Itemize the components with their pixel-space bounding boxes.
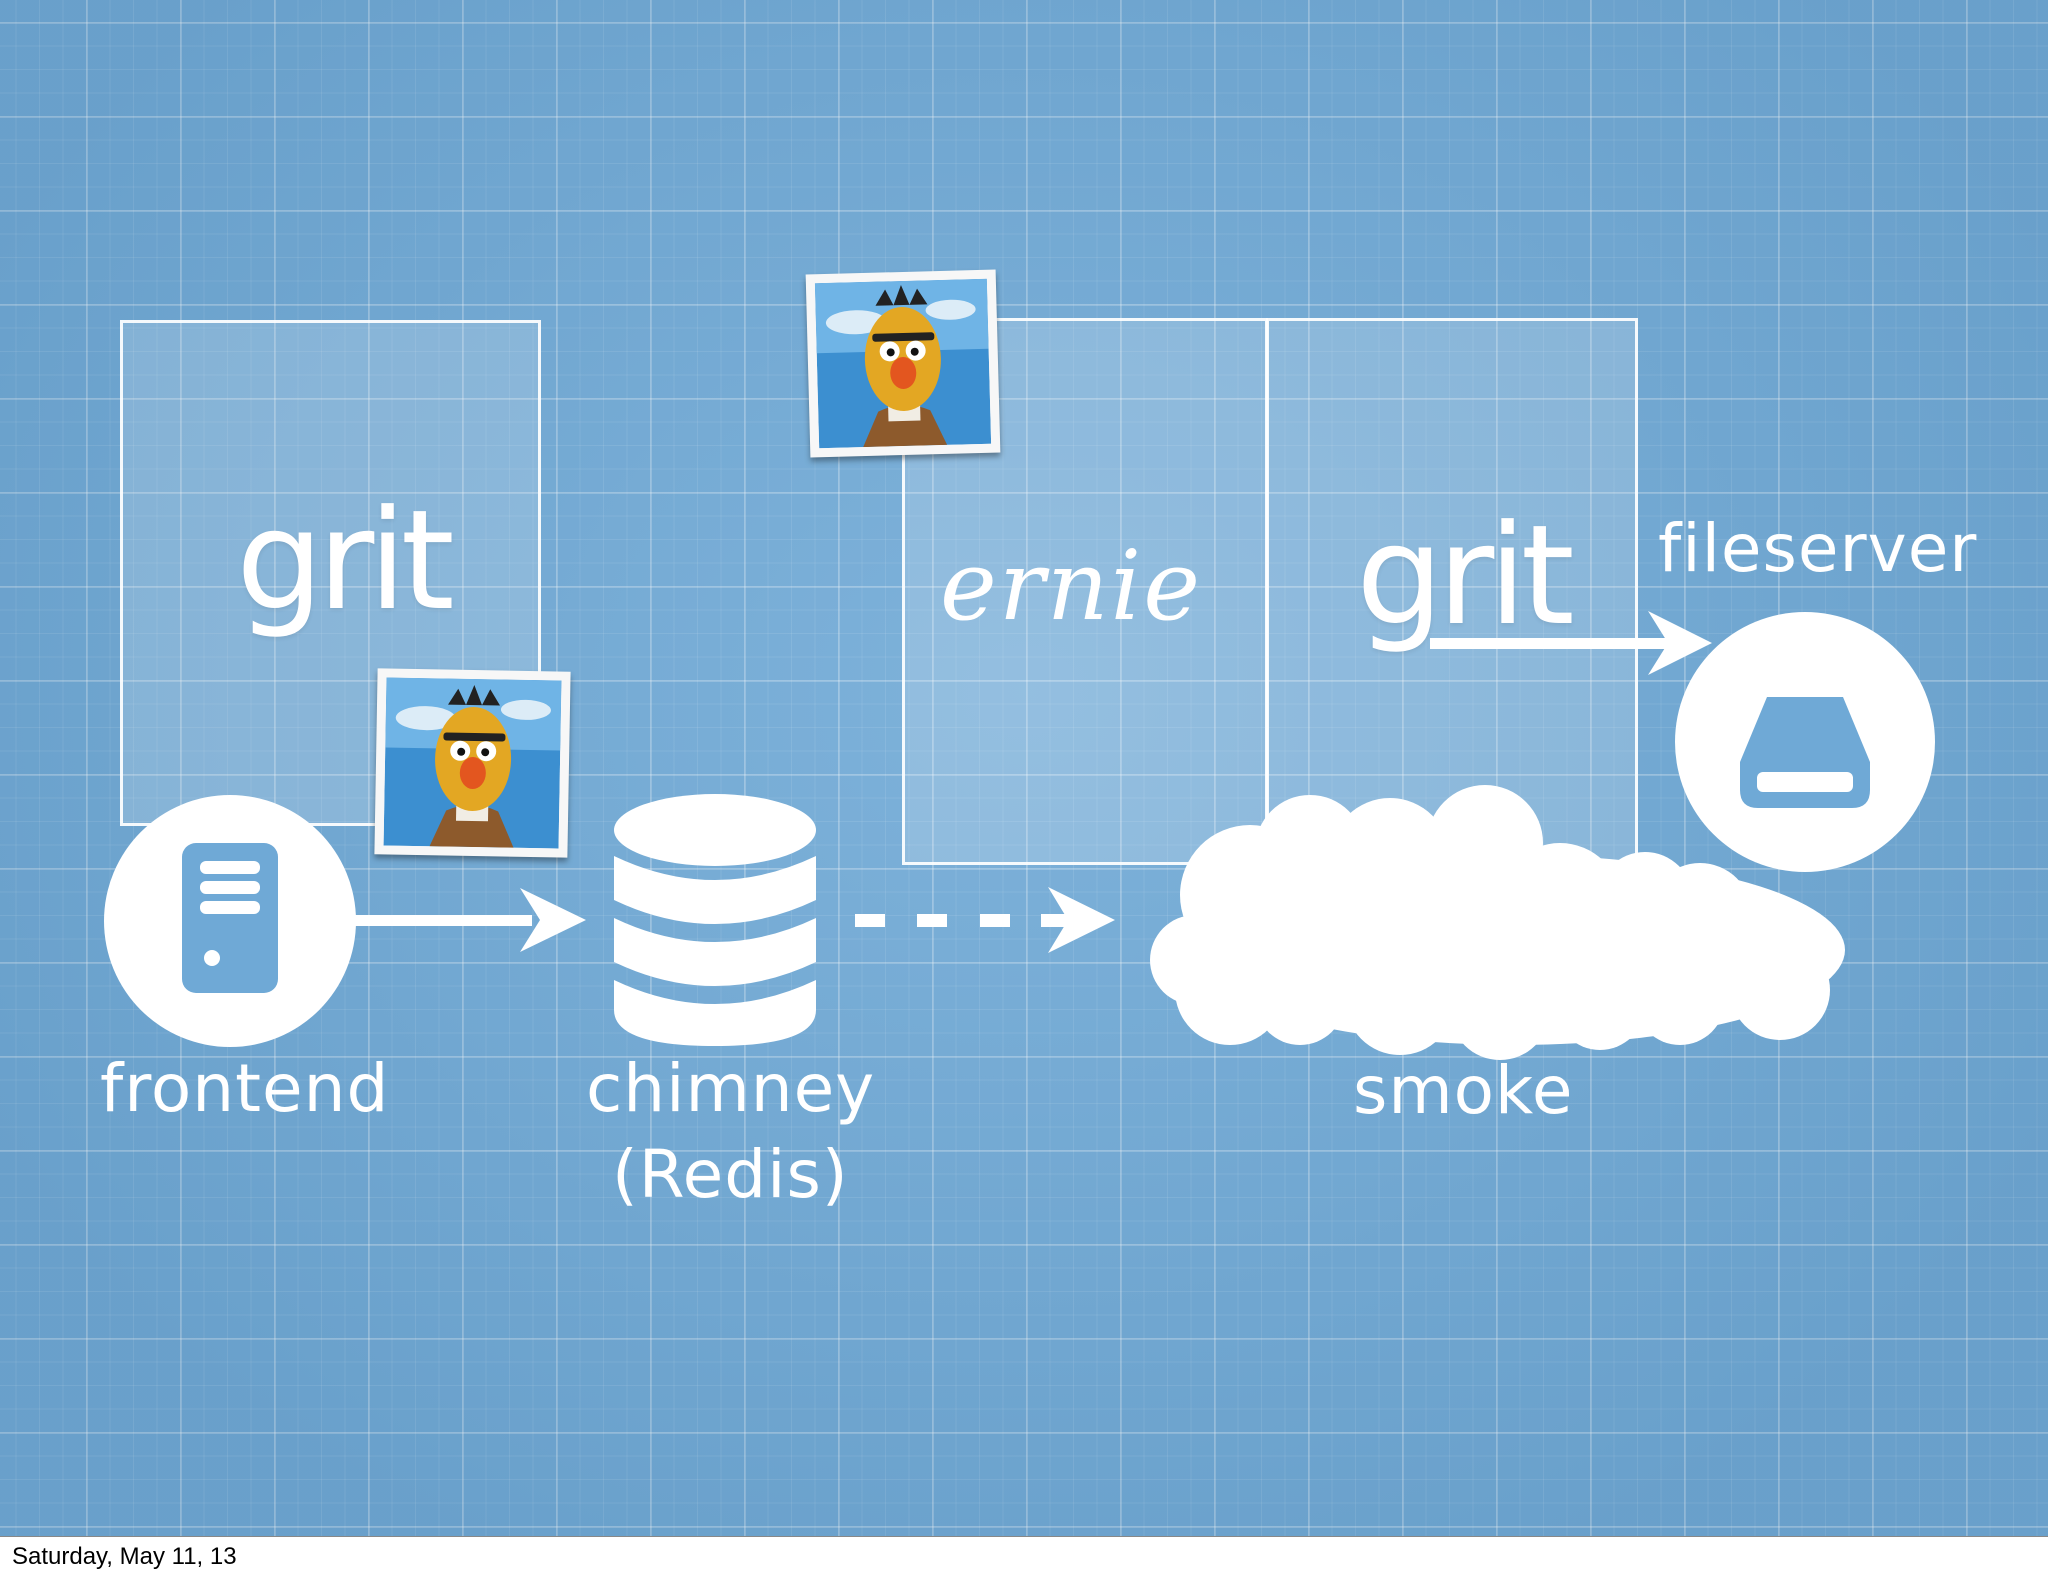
footer-bar: Saturday, May 11, 13 bbox=[0, 1536, 2048, 1577]
arrow-grit-fileserver bbox=[1430, 611, 1712, 675]
ernie-label: ernie bbox=[940, 530, 1203, 642]
drive-icon bbox=[1740, 697, 1870, 808]
diagram-layer bbox=[352, 611, 1845, 1060]
chimney-label: chimney bbox=[586, 1050, 876, 1127]
slide: grit ernie grit fileserver frontend bbox=[0, 0, 2048, 1536]
fileserver-label: fileserver bbox=[1658, 510, 1978, 587]
footer-date: Saturday, May 11, 13 bbox=[12, 1543, 237, 1570]
bert-photo-image bbox=[814, 278, 992, 449]
ernie-box bbox=[902, 318, 1268, 865]
chimney-sub-label: (Redis) bbox=[612, 1136, 849, 1213]
grit-box-right bbox=[1266, 318, 1638, 865]
grit-label-left: grit bbox=[236, 480, 455, 641]
bert-photo-top bbox=[805, 269, 1001, 458]
arrow-chimney-smoke bbox=[855, 887, 1115, 953]
smoke-label: smoke bbox=[1353, 1052, 1574, 1129]
bert-photo-bottom bbox=[374, 668, 571, 858]
server-icon bbox=[182, 843, 278, 993]
cloud-icon bbox=[1150, 785, 1845, 1060]
arrow-frontend-chimney bbox=[352, 888, 586, 952]
fileserver-node bbox=[1675, 612, 1935, 872]
database-icon bbox=[614, 794, 816, 1046]
bert-photo-image bbox=[383, 677, 562, 849]
frontend-node bbox=[104, 795, 356, 1047]
grit-label-right: grit bbox=[1356, 495, 1575, 656]
frontend-label: frontend bbox=[100, 1050, 390, 1127]
